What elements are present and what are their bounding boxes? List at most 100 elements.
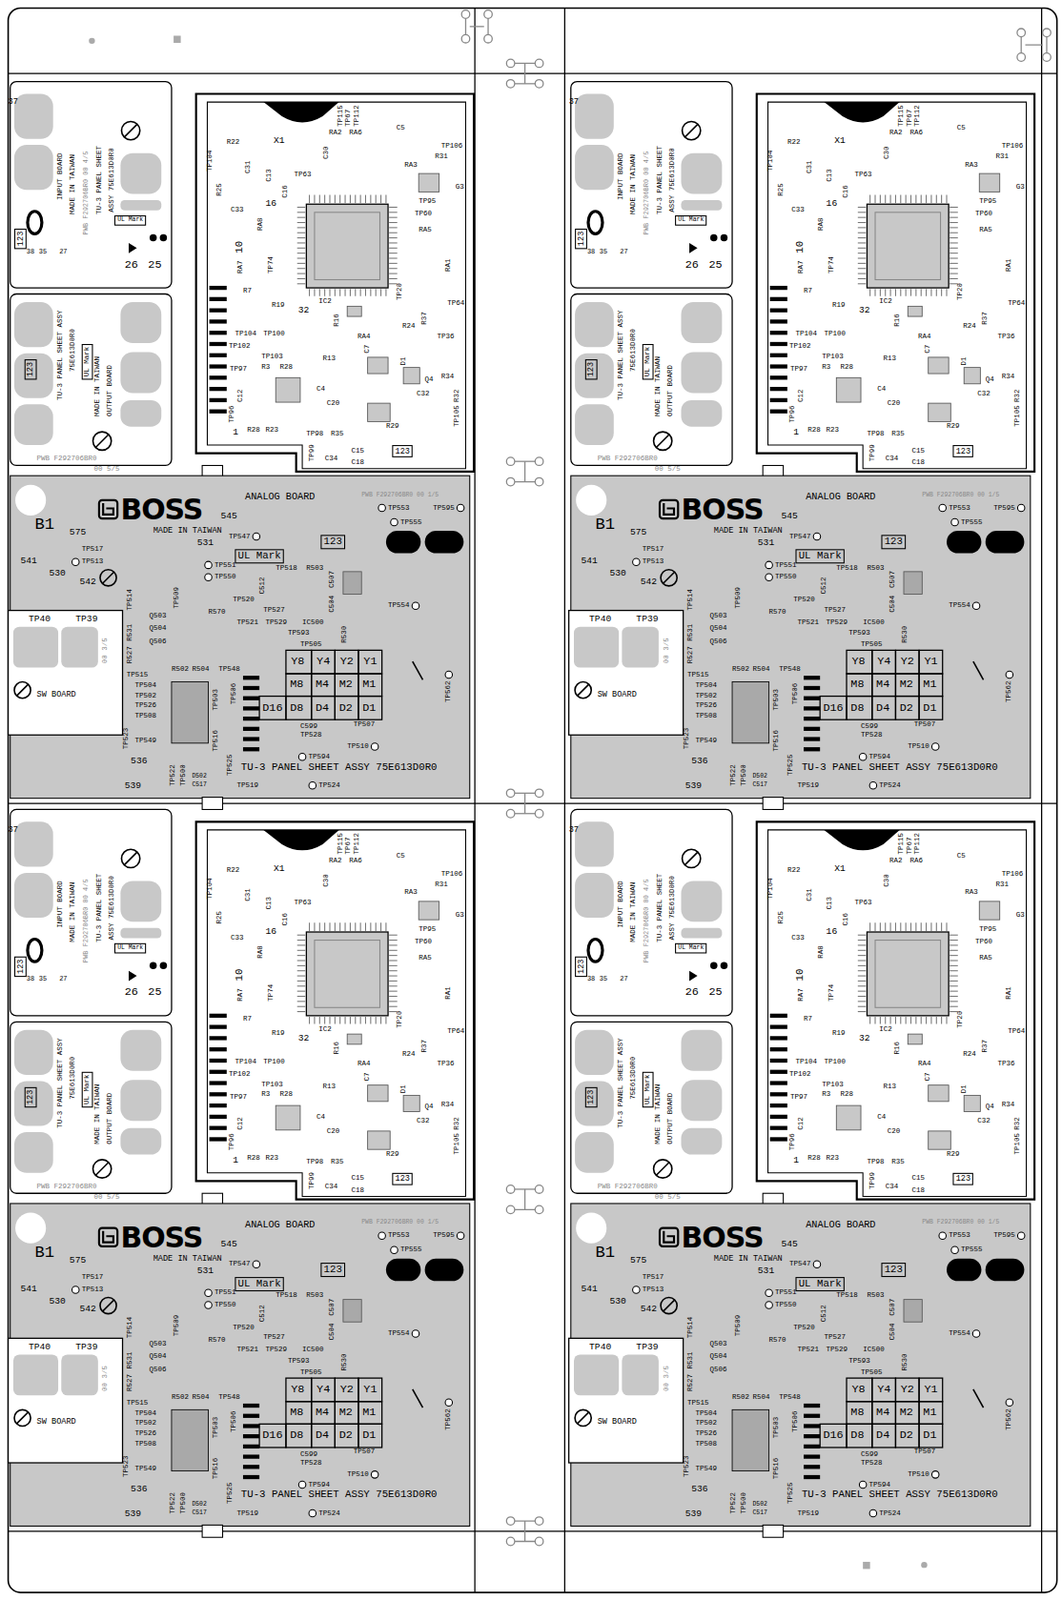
silk-label: RA6: [909, 857, 923, 865]
silk-label: RA4: [357, 332, 371, 340]
ic-pin: [874, 288, 876, 296]
silk-label: R28: [280, 1091, 294, 1099]
silk-label: G3: [455, 183, 465, 191]
silk-label: TP562: [1005, 1409, 1013, 1431]
silk-label: TP516: [212, 1458, 220, 1481]
silk-label: R34: [441, 373, 455, 381]
ic-chip-inner: [314, 212, 381, 281]
ic-pin: [297, 278, 307, 280]
ic-pin: [949, 273, 959, 275]
silk-label: TP520: [793, 1324, 816, 1331]
ic-pin: [905, 1017, 907, 1024]
ic-pin: [857, 976, 867, 978]
ic-pin: [857, 283, 867, 285]
silk-label: 16: [265, 928, 278, 939]
pad: [621, 1354, 659, 1396]
silk-label: TP507: [914, 720, 937, 728]
silk-label: TP553: [948, 504, 971, 511]
connector-pad: [243, 716, 260, 721]
component: [907, 306, 922, 317]
silk-label: TP555: [960, 518, 983, 526]
silk-label: Q504: [148, 625, 166, 633]
silk-label: C512: [819, 1305, 827, 1323]
ic-pin: [345, 922, 347, 932]
ic-pin: [388, 950, 398, 952]
ic-pin: [936, 1017, 938, 1024]
breakout-hole: [506, 80, 515, 89]
connector-pad: [803, 1445, 820, 1450]
silk-label: R527: [687, 1374, 695, 1392]
silk-label: TP105: [453, 1133, 461, 1156]
silk-label: R16: [332, 1041, 340, 1056]
table-cell: [846, 650, 873, 674]
component: [367, 403, 391, 422]
table-cell: [285, 696, 312, 721]
silk-label: RA2: [328, 857, 343, 865]
connector-pad: [770, 319, 788, 324]
connector-pad: [209, 342, 227, 347]
silk-label: C15: [912, 447, 926, 454]
silk-label: B1: [595, 1245, 616, 1262]
pb-free-symbol: [660, 1297, 677, 1314]
pad: [61, 627, 99, 669]
ic-pin: [895, 922, 897, 932]
panel-artwork: [569, 81, 1035, 811]
table-cell: [311, 673, 336, 697]
test-point: [765, 561, 773, 569]
silk-label: Q503: [148, 1340, 166, 1348]
silk-label: TP74: [267, 984, 275, 1002]
silk-label: TP500: [740, 764, 748, 787]
silk-label: R3: [821, 363, 831, 370]
breakout-tab: [202, 1525, 223, 1538]
silk-label: R531: [126, 624, 134, 642]
pad: [574, 873, 614, 919]
connector-pad: [209, 1137, 227, 1142]
silk-label: C4: [877, 386, 886, 393]
pin-dot: [149, 962, 157, 970]
silk-label: RA8: [257, 945, 265, 960]
silk-label: TP508: [694, 713, 717, 720]
test-point: [1017, 1232, 1024, 1240]
silk-label: TP102: [228, 1071, 251, 1079]
ic-chip-inner: [314, 940, 381, 1009]
silk-label: R530: [901, 1354, 909, 1372]
table-cell: [872, 650, 897, 674]
silk-label: M1: [362, 678, 376, 691]
board-title: INPUT BOARD: [617, 880, 625, 929]
ic-pin: [879, 288, 881, 296]
silk-label: TP39: [635, 615, 658, 626]
silk-label: C507: [889, 1299, 897, 1317]
silk-label: R7: [243, 1016, 252, 1023]
connector-pad: [770, 285, 788, 290]
silk-label: 541: [20, 1286, 37, 1296]
silk-label: TP102: [789, 1071, 812, 1079]
silk-label: RA7: [797, 988, 805, 1002]
ic-pin: [936, 288, 938, 296]
ic-pin: [884, 1017, 886, 1024]
silk-label: M2: [339, 678, 353, 691]
silk-label: R31: [995, 153, 1009, 161]
silk-label: IC2: [878, 298, 893, 306]
ic-pin: [380, 288, 382, 296]
board-region: INPUT BOARD: [571, 81, 733, 288]
connector-pad: [209, 1081, 227, 1085]
ic-pin: [297, 263, 307, 265]
breakout-hole: [1042, 28, 1052, 38]
breakout-hole: [534, 457, 544, 467]
silk-label: TP515: [126, 672, 149, 679]
table-cell: [846, 1402, 873, 1426]
silk-label: 00 3/5: [662, 637, 670, 664]
test-point: [308, 782, 316, 790]
board-region: INPUT BOARD: [10, 809, 172, 1016]
ic-pin: [388, 273, 398, 275]
table-cell: [872, 696, 897, 721]
ic-pin: [949, 206, 959, 208]
silk-label: C32: [977, 1118, 991, 1125]
silk-label: R28: [807, 1155, 821, 1163]
silk-label: MADE IN TAIWAN: [714, 1255, 783, 1265]
silk-label: C15: [350, 1175, 365, 1183]
connector-pad: [243, 1475, 260, 1480]
connector-pad: [803, 1465, 820, 1470]
test-point: [378, 1232, 386, 1240]
connector-pad: [209, 398, 227, 403]
